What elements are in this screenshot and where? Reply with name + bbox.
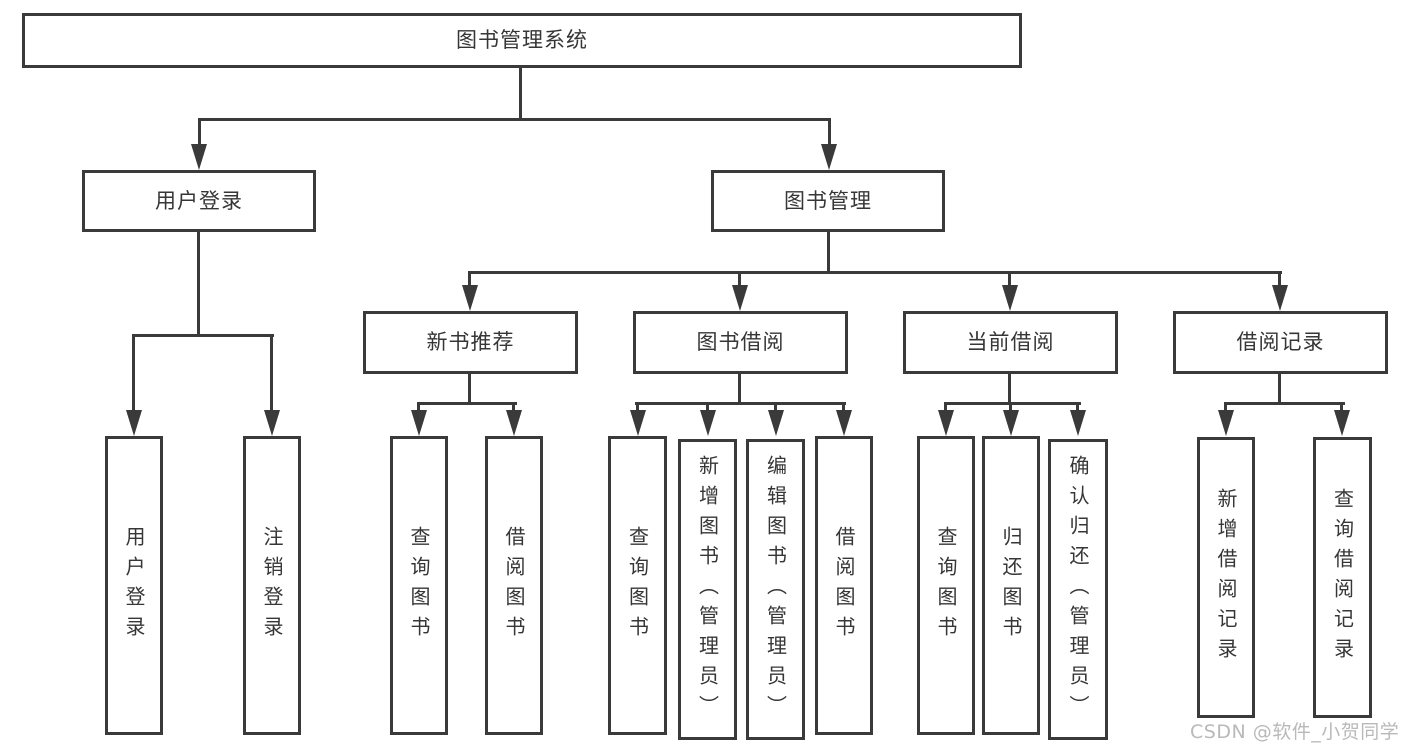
- connector-line: [133, 334, 274, 337]
- connector-line: [1009, 405, 1012, 413]
- connector-line: [944, 402, 1081, 405]
- leaf-query-books-current: 查询图书: [917, 436, 975, 735]
- leaf-logout: 注销登录: [243, 436, 301, 735]
- connector-line: [635, 402, 846, 405]
- node-label: 新增图书（管理员）: [695, 454, 720, 725]
- arrowhead-down-icon: [264, 410, 280, 436]
- connector-line: [1008, 374, 1011, 404]
- node-label: 确认归还（管理员）: [1066, 454, 1090, 725]
- arrowhead-down-icon: [1003, 410, 1019, 436]
- node-label: 归还图书: [999, 525, 1023, 646]
- connector-line: [512, 405, 515, 413]
- connector-line: [132, 334, 135, 410]
- connector-line: [468, 374, 471, 404]
- node-label: 查询图书: [934, 525, 958, 646]
- connector-line: [468, 271, 1282, 274]
- connector-line: [197, 232, 200, 336]
- connector-line: [198, 118, 831, 121]
- arrowhead-down-icon: [821, 144, 837, 170]
- node-book-management: 图书管理: [711, 170, 945, 232]
- connector-line: [270, 334, 273, 410]
- connector-line: [828, 121, 831, 146]
- arrowhead-down-icon: [1334, 410, 1350, 436]
- arrowhead-down-icon: [126, 410, 142, 436]
- node-user-login: 用户登录: [82, 170, 316, 232]
- arrowhead-down-icon: [1002, 285, 1018, 311]
- csdn-watermark: CSDN @软件_小贺同学: [1190, 721, 1400, 743]
- arrowhead-down-icon: [1070, 410, 1086, 436]
- arrowhead-down-icon: [768, 410, 784, 436]
- node-label: 借阅图书: [502, 525, 526, 646]
- arrowhead-down-icon: [411, 410, 427, 436]
- node-current-borrowing: 当前借阅: [903, 311, 1118, 374]
- connector-line: [519, 68, 522, 121]
- arrowhead-down-icon: [1272, 285, 1288, 311]
- node-new-book-recommend: 新书推荐: [363, 311, 578, 374]
- connector-line: [1224, 402, 1345, 405]
- node-label: 查询借阅记录: [1330, 487, 1355, 668]
- node-label: 新增借阅记录: [1214, 487, 1238, 668]
- connector-line: [636, 405, 639, 413]
- connector-line: [738, 374, 741, 404]
- connector-line: [944, 405, 947, 413]
- node-label: 用户登录: [155, 188, 243, 213]
- node-label: 借阅图书: [832, 525, 856, 646]
- leaf-return-books: 归还图书: [982, 436, 1040, 735]
- connector-line: [417, 405, 420, 413]
- leaf-edit-book-admin: 编辑图书（管理员）: [746, 439, 805, 740]
- node-label: 借阅记录: [1236, 330, 1325, 354]
- arrowhead-down-icon: [938, 410, 954, 436]
- connector-line: [1278, 274, 1281, 287]
- node-label: 查询图书: [625, 525, 650, 646]
- node-label: 图书管理系统: [456, 28, 588, 52]
- arrowhead-down-icon: [732, 285, 748, 311]
- node-label: 注销登录: [260, 525, 284, 646]
- connector-line: [1076, 405, 1079, 413]
- leaf-add-borrow-record: 新增借阅记录: [1197, 437, 1255, 718]
- leaf-query-books-borrowing: 查询图书: [608, 436, 667, 735]
- connector-line: [827, 232, 830, 273]
- connector-line: [1340, 405, 1343, 413]
- node-label: 用户登录: [122, 525, 146, 646]
- arrowhead-down-icon: [462, 285, 478, 311]
- connector-line: [706, 405, 709, 413]
- leaf-query-books-recommend: 查询图书: [390, 436, 448, 735]
- leaf-user-login: 用户登录: [105, 436, 163, 735]
- connector-line: [1008, 274, 1011, 287]
- connector-line: [774, 405, 777, 413]
- node-label: 图书借阅: [696, 330, 785, 354]
- leaf-confirm-return-admin: 确认归还（管理员）: [1048, 439, 1108, 740]
- connector-line: [198, 121, 201, 146]
- connector-line: [468, 274, 471, 287]
- node-label: 当前借阅: [966, 330, 1055, 354]
- node-borrowing-records: 借阅记录: [1173, 311, 1388, 374]
- arrowhead-down-icon: [630, 410, 646, 436]
- leaf-add-book-admin: 新增图书（管理员）: [678, 439, 737, 740]
- node-label: 查询图书: [407, 525, 431, 646]
- node-book-borrowing: 图书借阅: [633, 311, 848, 374]
- arrowhead-down-icon: [191, 144, 207, 170]
- connector-line: [738, 274, 741, 287]
- connector-line: [1278, 374, 1281, 404]
- leaf-query-borrow-record: 查询借阅记录: [1313, 437, 1372, 718]
- arrowhead-down-icon: [506, 410, 522, 436]
- node-label: 图书管理: [784, 188, 872, 213]
- connector-line: [1224, 405, 1227, 413]
- node-library-management-system: 图书管理系统: [22, 13, 1022, 68]
- node-label: 新书推荐: [426, 330, 515, 354]
- node-label: 编辑图书（管理员）: [763, 454, 788, 725]
- arrowhead-down-icon: [836, 410, 852, 436]
- leaf-borrow-books-recommend: 借阅图书: [485, 436, 543, 735]
- arrowhead-down-icon: [700, 410, 716, 436]
- connector-line: [842, 405, 845, 413]
- leaf-borrow-books: 借阅图书: [815, 436, 873, 735]
- arrowhead-down-icon: [1218, 410, 1234, 436]
- connector-line: [417, 402, 517, 405]
